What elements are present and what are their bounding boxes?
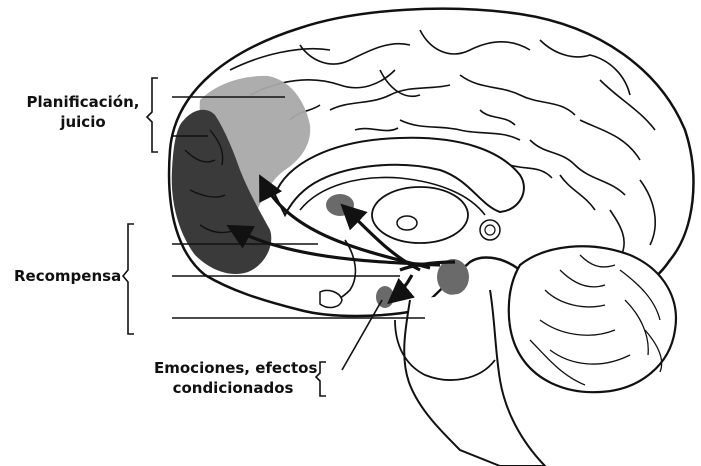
pituitary [319, 289, 343, 309]
label-planning-judgment: Planificación, juicio [24, 92, 142, 132]
label-planning-line1: Planificación, [26, 93, 140, 111]
brackets [121, 77, 326, 397]
corpus-callosum [273, 136, 525, 218]
thalamus [371, 186, 469, 244]
interthalamic-adhesion [396, 215, 418, 231]
label-emotions-line2: condicionados [172, 379, 294, 397]
label-planning-line2: juicio [60, 113, 106, 131]
fornix [299, 176, 486, 216]
pineal-region [479, 219, 501, 241]
label-reward: Recompensa [14, 267, 122, 285]
brainstem [403, 289, 547, 466]
bracket-planning [145, 77, 158, 153]
ventral-tegmental-area [437, 259, 469, 295]
label-emotions: Emociones, efectos condicionados [154, 358, 318, 398]
cerebellum-folia [529, 254, 663, 386]
pons [394, 319, 496, 381]
bracket-reward [121, 223, 134, 335]
leader-line-6 [341, 299, 383, 371]
pathway-arrows [226, 174, 456, 305]
gyri-pattern [229, 29, 656, 259]
bracket-emotions [314, 361, 326, 397]
leader-lines [172, 96, 425, 371]
arrow-to-amygdala [387, 274, 415, 305]
arrow-vta-out [399, 260, 456, 272]
cerebellum [507, 245, 677, 394]
label-emotions-line1: Emociones, efectos [154, 359, 318, 377]
